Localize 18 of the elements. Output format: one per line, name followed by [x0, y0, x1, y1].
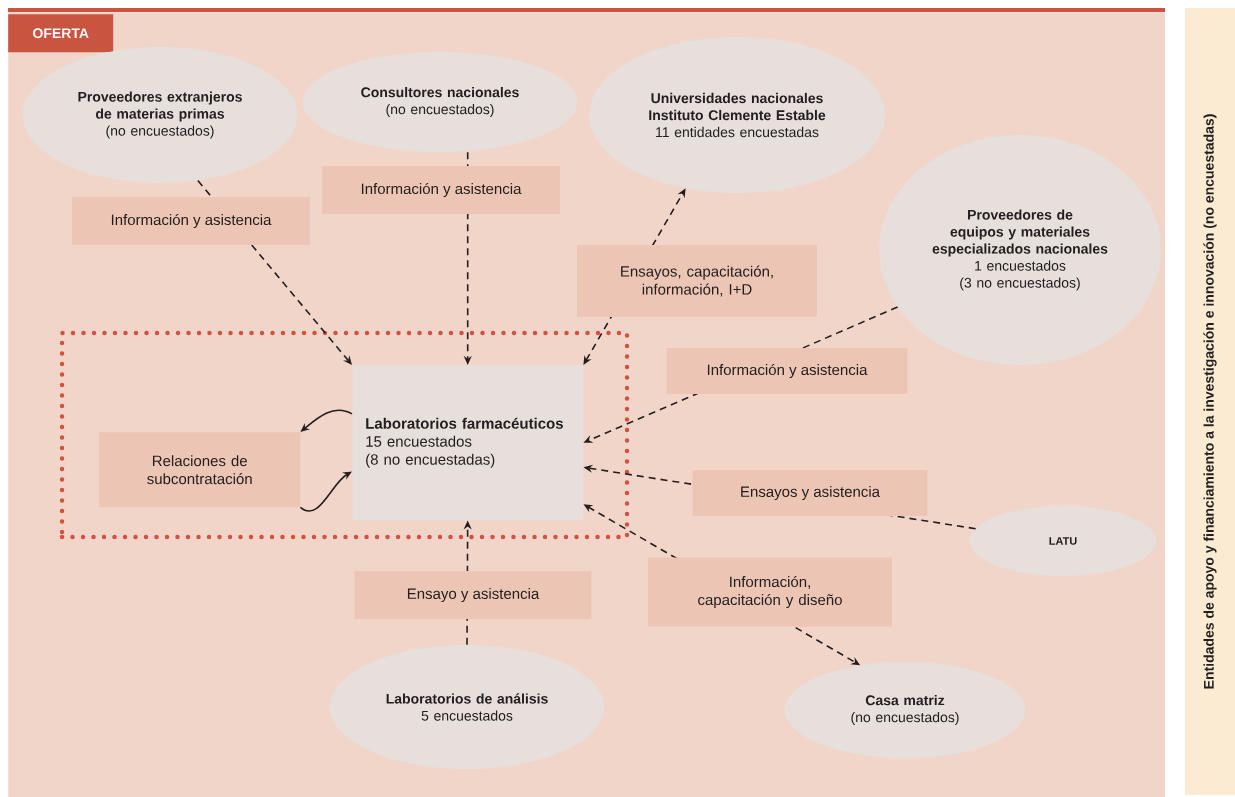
- ellipse-node: Casa matriz (no encuestados): [785, 662, 1025, 758]
- ellipse-node: Laboratorios de análisis 5 encuestados: [329, 645, 605, 769]
- ellipse-node: Proveedores de equipos y materiales especializados nacionales 1 encuestados (3 no encuestados): [879, 135, 1161, 365]
- ellipse-node: Consultores nacionales (no encuestados): [302, 52, 578, 152]
- dotted-frame: [59, 330, 630, 540]
- process-box: Laboratorios farmacéuticos 15 encuestados (8 no encuestadas): [352, 365, 584, 521]
- edge-label: Ensayo y asistencia: [354, 571, 592, 619]
- edge-label: Información y asistencia: [666, 348, 908, 394]
- ellipse-node: Universidades nacionales Instituto Clemente Estable 11 entidades encuestadas: [589, 37, 885, 193]
- edge-label: Información y asistencia: [72, 197, 310, 245]
- process-box: Relaciones de subcontratación: [99, 432, 301, 508]
- edge-label: Ensayos, capacitación, información, I+D: [577, 245, 817, 317]
- edge-label: Ensayos y asistencia: [692, 470, 928, 516]
- edge-label: Información, capacitación y diseño: [648, 557, 892, 627]
- ellipse-node: Proveedores extranjeros de materias primas (no encuestados): [22, 47, 298, 183]
- side-panel: Entidades de apoyo y financiamiento a la investigación e innovación (no encuestadas): [1185, 8, 1235, 795]
- ellipse-node: LATU: [970, 506, 1156, 576]
- edge-label: Información y asistencia: [322, 166, 560, 214]
